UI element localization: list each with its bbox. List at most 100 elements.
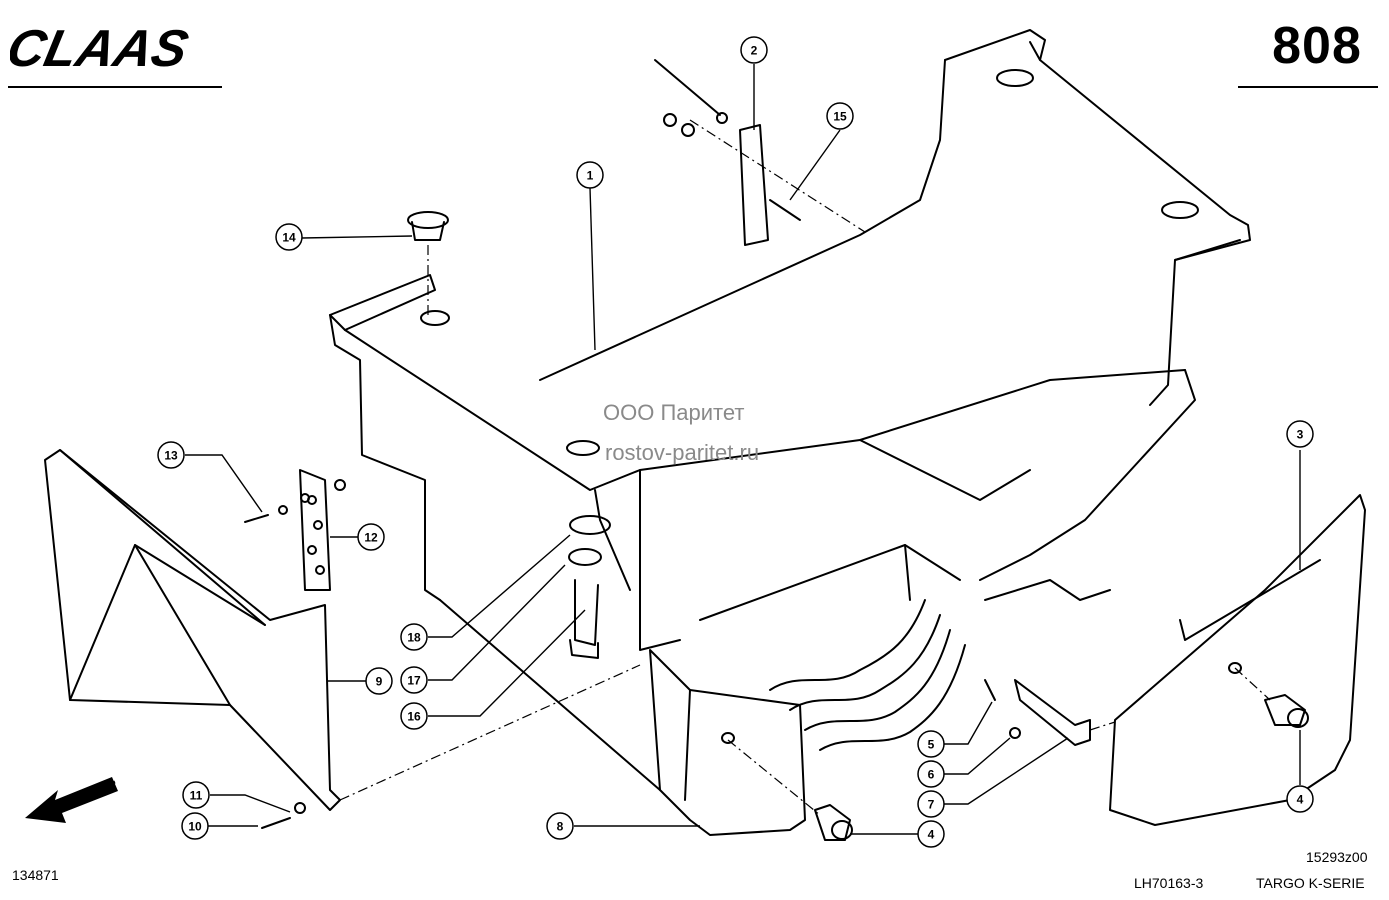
leader-line <box>589 187 596 351</box>
callout-label: 18 <box>407 631 421 645</box>
header-rule <box>8 86 222 88</box>
callout-circle <box>157 441 185 469</box>
callout-label: 4 <box>928 828 935 842</box>
leader-line <box>789 129 841 201</box>
callout-label: 1 <box>587 169 594 183</box>
callout-label: 14 <box>282 231 296 245</box>
callout-circle <box>182 781 210 809</box>
latch-right <box>1264 694 1309 728</box>
callout-4: 4 <box>1286 785 1314 813</box>
callout-2: 2 <box>740 36 768 64</box>
callout-label: 16 <box>407 710 421 724</box>
callout-9: 9 <box>365 667 393 695</box>
leader-line <box>428 564 566 681</box>
rubber-bushing <box>407 211 449 241</box>
leader-line <box>944 737 1011 775</box>
support-bracket <box>1014 679 1091 746</box>
hinge-bracket <box>654 59 801 246</box>
callout-circle <box>546 812 574 840</box>
small-hardware <box>244 479 1021 829</box>
callout-label: 10 <box>188 820 202 834</box>
callout-7: 7 <box>917 790 945 818</box>
callout-label: 4 <box>1297 793 1304 807</box>
callout-circle <box>917 790 945 818</box>
callout-circle <box>826 102 854 130</box>
footer-drawing-code: 15293z00 <box>1306 849 1368 865</box>
latch-left <box>814 804 853 841</box>
leader-line <box>428 534 571 638</box>
right-cover-panel <box>1109 494 1366 826</box>
callout-16: 16 <box>400 702 428 730</box>
callout-circle <box>275 223 303 251</box>
callout-18: 18 <box>400 623 428 651</box>
footer-document-code: LH70163-3 <box>1134 875 1204 891</box>
callout-circle <box>1286 785 1314 813</box>
callout-circle <box>400 623 428 651</box>
callout-circle <box>740 36 768 64</box>
mounting-plate <box>299 469 331 591</box>
callout-label: 2 <box>751 44 758 58</box>
page-number: 808 <box>1272 17 1362 75</box>
callout-12: 12 <box>357 523 385 551</box>
assembly-line <box>727 739 821 816</box>
leader-line <box>301 235 413 239</box>
callout-4: 4 <box>917 820 945 848</box>
callout-label: 3 <box>1297 428 1304 442</box>
callout-circle <box>365 667 393 695</box>
assembly-line <box>1089 721 1116 731</box>
callout-label: 13 <box>164 449 178 463</box>
callout-label: 11 <box>190 789 203 803</box>
callout-circle <box>357 523 385 551</box>
leader-line <box>210 794 291 813</box>
assembly-line <box>339 664 641 801</box>
watermark-url: rostov-paritet.ru <box>605 440 760 465</box>
callout-5: 5 <box>917 730 945 758</box>
callout-label: 12 <box>364 531 378 545</box>
callout-circle <box>400 702 428 730</box>
callout-circle <box>917 820 945 848</box>
leader-line <box>944 701 993 745</box>
callout-8: 8 <box>546 812 574 840</box>
callout-17: 17 <box>400 666 428 694</box>
assembly-line <box>689 119 866 233</box>
callout-circle <box>181 812 209 840</box>
callout-circle <box>917 760 945 788</box>
callout-circle <box>1286 420 1314 448</box>
assembly-line <box>1234 667 1271 701</box>
callout-label: 8 <box>557 820 564 834</box>
arrow-icon <box>25 777 118 823</box>
callout-label: 7 <box>928 798 935 812</box>
footer-series: TARGO K-SERIE <box>1256 875 1365 891</box>
leader-line <box>428 609 586 717</box>
side-cover-panel <box>44 449 341 811</box>
callout-14: 14 <box>275 223 303 251</box>
claas-logo: CLAAS <box>10 20 193 76</box>
leader-line <box>944 737 1069 805</box>
callout-circle <box>917 730 945 758</box>
callout-6: 6 <box>917 760 945 788</box>
watermark-company: ООО Паритет <box>603 400 745 425</box>
claas-logo-text: CLAAS <box>10 20 193 76</box>
callout-3: 3 <box>1286 420 1314 448</box>
footer-part-code: 134871 <box>12 867 59 883</box>
leader-line <box>185 454 263 513</box>
callout-label: 15 <box>833 110 847 124</box>
callout-circle <box>576 161 604 189</box>
callout-13: 13 <box>157 441 185 469</box>
callout-15: 15 <box>826 102 854 130</box>
callout-1: 1 <box>576 161 604 189</box>
callout-label: 6 <box>928 768 935 782</box>
callout-label: 5 <box>928 738 935 752</box>
callout-circle <box>400 666 428 694</box>
callout-10: 10 <box>181 812 209 840</box>
step-frame <box>329 29 1251 791</box>
callout-label: 9 <box>376 675 383 689</box>
step-treads <box>769 599 966 751</box>
header-rule <box>1238 86 1378 88</box>
callout-11: 11 <box>182 781 210 809</box>
callout-label: 17 <box>407 674 421 688</box>
bolt-and-washers <box>568 515 611 659</box>
guard-plate-left <box>649 649 806 836</box>
